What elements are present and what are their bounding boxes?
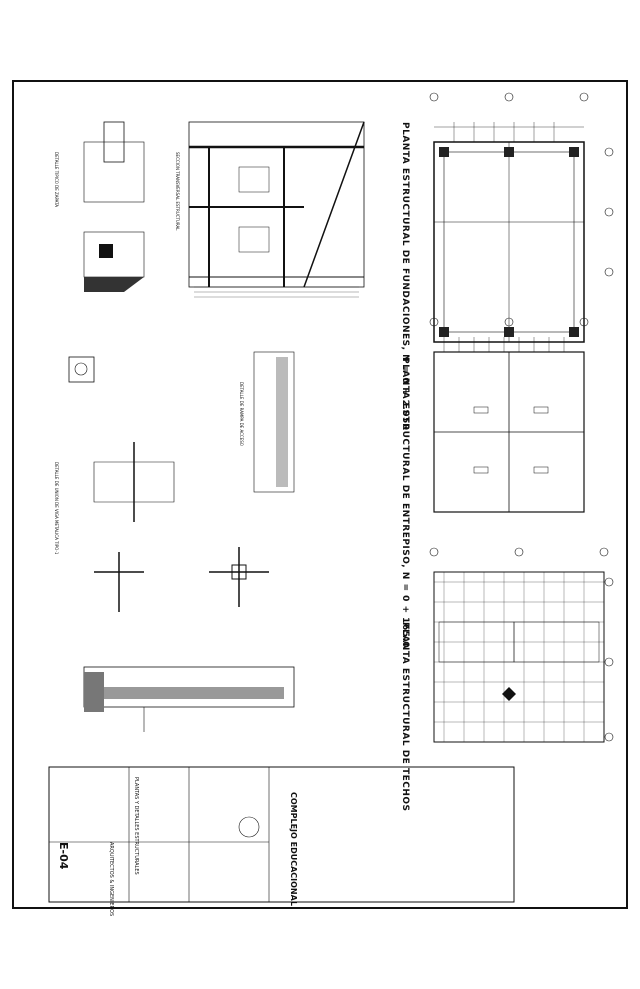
title-block-frame bbox=[48, 766, 515, 903]
mezzanine-plan-title: PLANTA ESTRUCTURAL DE ENTREPISO, N = 0 +… bbox=[400, 357, 410, 649]
drawing-linework bbox=[48, 92, 614, 903]
mezzanine-plan bbox=[429, 317, 589, 513]
sheet-contents: PLANTAS Y DETALLES ESTRUCTURALES bbox=[133, 777, 139, 875]
column-detail-title: DETALLE DE UNION DE VIGA METALICA TIPO-1 bbox=[54, 462, 59, 555]
footing-title: DETALLE TIPICO DE ZAPATA bbox=[54, 152, 59, 207]
footing-detail bbox=[83, 121, 145, 292]
project-name: COMPLEJO EDUCACIONAL bbox=[289, 792, 298, 906]
sheet-number: E-04 bbox=[57, 842, 70, 870]
firm-name: ARQUITECTOS & INGENIEROS bbox=[108, 842, 114, 917]
roof-plan-title: PLANTA ESTRUCTURAL DE TECHOS bbox=[400, 622, 410, 812]
drawing-sheet: PLANTA ESTRUCTURAL DE FUNDACIONES, N = 0… bbox=[12, 80, 628, 916]
ramp-detail-title: DETALLE DE RAMPA DE ACCESO bbox=[239, 382, 244, 446]
mid-details bbox=[68, 351, 295, 612]
foundation-plan bbox=[429, 92, 614, 343]
section-drawing bbox=[188, 121, 365, 298]
roof-plan bbox=[429, 547, 614, 743]
section-title: SECCION TRANSVERSAL ESTRUCTURAL bbox=[175, 152, 180, 231]
beam-section bbox=[83, 666, 295, 732]
